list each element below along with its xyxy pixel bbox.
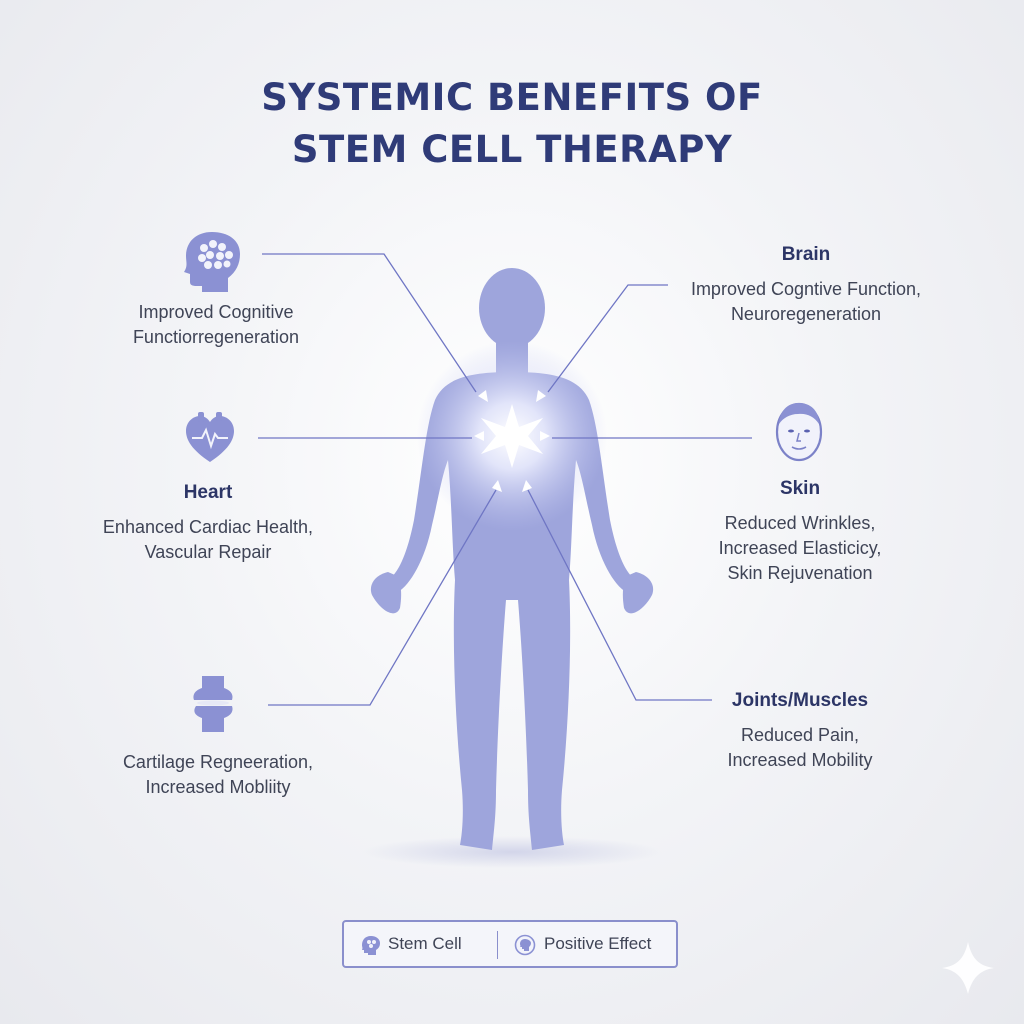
label-heart-line1: Enhanced Cardiac Health, xyxy=(102,517,314,537)
label-skin-line3: Skin Rejuvenation xyxy=(727,563,873,583)
page-title: SYSTEMIC BENEFITS OF STEM CELL THERAPY xyxy=(0,72,1024,176)
label-left-cognitive-line1: Improved Cognitive xyxy=(138,302,294,322)
label-skin-line1: Reduced Wrinkles, xyxy=(724,513,876,533)
label-brain: Brain Improved Cogntive Function, Neuror… xyxy=(670,242,942,327)
heart-icon xyxy=(186,412,234,462)
legend-separator xyxy=(497,931,498,959)
label-joints-line2: Increased Mobility xyxy=(727,750,873,770)
face-icon xyxy=(775,402,823,462)
label-brain-heading: Brain xyxy=(781,244,831,265)
label-left-cognitive: Improved Cognitive Functiorregeneration xyxy=(96,300,336,350)
legend-positive-effect-label: Positive Effect xyxy=(544,934,652,953)
label-heart-heading: Heart xyxy=(183,482,233,503)
label-skin: Skin Reduced Wrinkles, Increased Elastic… xyxy=(690,476,910,586)
label-brain-line2: Neuroregeneration xyxy=(730,304,882,324)
brain-head-icon xyxy=(184,232,240,292)
label-left-joint: Cartilage Regneeration, Increased Moblii… xyxy=(90,750,346,800)
label-skin-line2: Increased Elasticicy, xyxy=(718,538,882,558)
arrow-heads xyxy=(474,390,550,492)
title-line-2: STEM CELL THERAPY xyxy=(291,128,733,171)
legend-stem-cell-label: Stem Cell xyxy=(388,934,462,953)
label-joints-muscles: Joints/Muscles Reduced Pain, Increased M… xyxy=(690,688,910,773)
title-line-1: SYSTEMIC BENEFITS OF xyxy=(261,76,763,119)
stem-cell-legend-icon xyxy=(362,936,380,955)
label-left-joint-line1: Cartilage Regneeration, xyxy=(122,752,314,772)
label-left-cognitive-line2: Functiorregeneration xyxy=(132,327,300,347)
stem-cell-starburst xyxy=(481,404,543,468)
floor-shadow xyxy=(362,836,662,868)
legend-box: Stem Cell Positive Effect xyxy=(342,920,678,968)
label-skin-heading: Skin xyxy=(779,478,821,499)
connector-lines xyxy=(258,253,752,706)
positive-effect-legend-icon xyxy=(514,934,536,956)
label-left-joint-line2: Increased Mobliity xyxy=(145,777,291,797)
label-heart: Heart Enhanced Cardiac Health, Vascular … xyxy=(80,480,336,565)
knee-joint-icon xyxy=(193,676,233,732)
label-joints-line1: Reduced Pain, xyxy=(740,725,860,745)
sparkle-icon xyxy=(942,942,994,994)
label-heart-line2: Vascular Repair xyxy=(144,542,272,562)
label-brain-line1: Improved Cogntive Function, xyxy=(690,279,922,299)
label-joints-heading: Joints/Muscles xyxy=(731,690,869,711)
